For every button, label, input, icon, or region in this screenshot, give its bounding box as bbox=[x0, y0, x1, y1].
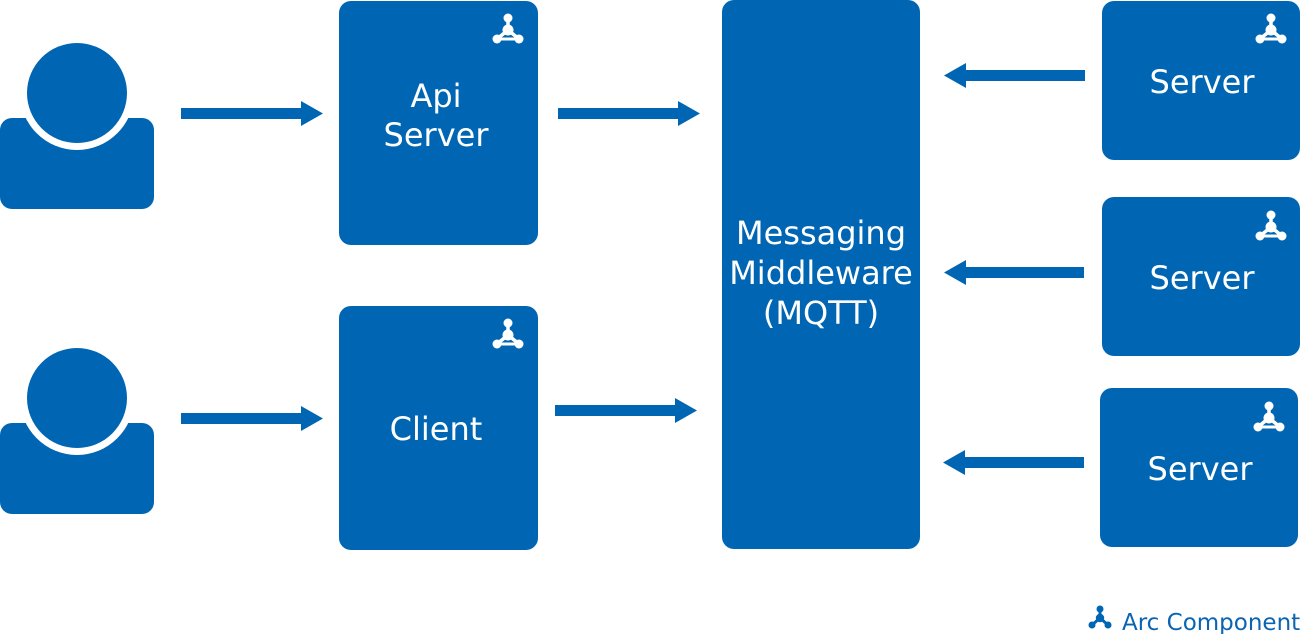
middleware-label-line1: Messaging bbox=[736, 214, 906, 252]
server-box: Server bbox=[1100, 388, 1298, 547]
arrow-right bbox=[555, 398, 697, 423]
server-label: Server bbox=[1150, 63, 1256, 101]
middleware-label-line3: (MQTT) bbox=[763, 294, 879, 332]
middleware-label-line2: Middleware bbox=[729, 254, 913, 292]
client-label: Client bbox=[390, 410, 483, 448]
server-label: Server bbox=[1148, 450, 1254, 488]
legend: Arc Component bbox=[1087, 604, 1300, 634]
server-box: Server bbox=[1102, 1, 1300, 160]
arrow-right bbox=[558, 101, 700, 126]
arrow-right bbox=[181, 406, 323, 431]
arrow-left bbox=[943, 450, 1084, 475]
server-label: Server bbox=[1150, 259, 1256, 297]
api-server-box: Api Server bbox=[339, 1, 538, 245]
arrow-left bbox=[944, 260, 1084, 285]
arrow-left bbox=[944, 63, 1085, 88]
messaging-middleware-box: Messaging Middleware (MQTT) bbox=[722, 0, 920, 549]
arc-component-icon bbox=[1087, 604, 1113, 630]
arrow-right bbox=[181, 101, 323, 126]
api-server-label-line2: Server bbox=[384, 116, 490, 154]
client-box: Client bbox=[339, 306, 538, 550]
user-icon bbox=[0, 36, 154, 209]
user-icon bbox=[0, 341, 154, 514]
legend-label: Arc Component bbox=[1122, 610, 1300, 634]
server-box: Server bbox=[1102, 197, 1300, 356]
api-server-label-line1: Api bbox=[410, 77, 461, 115]
